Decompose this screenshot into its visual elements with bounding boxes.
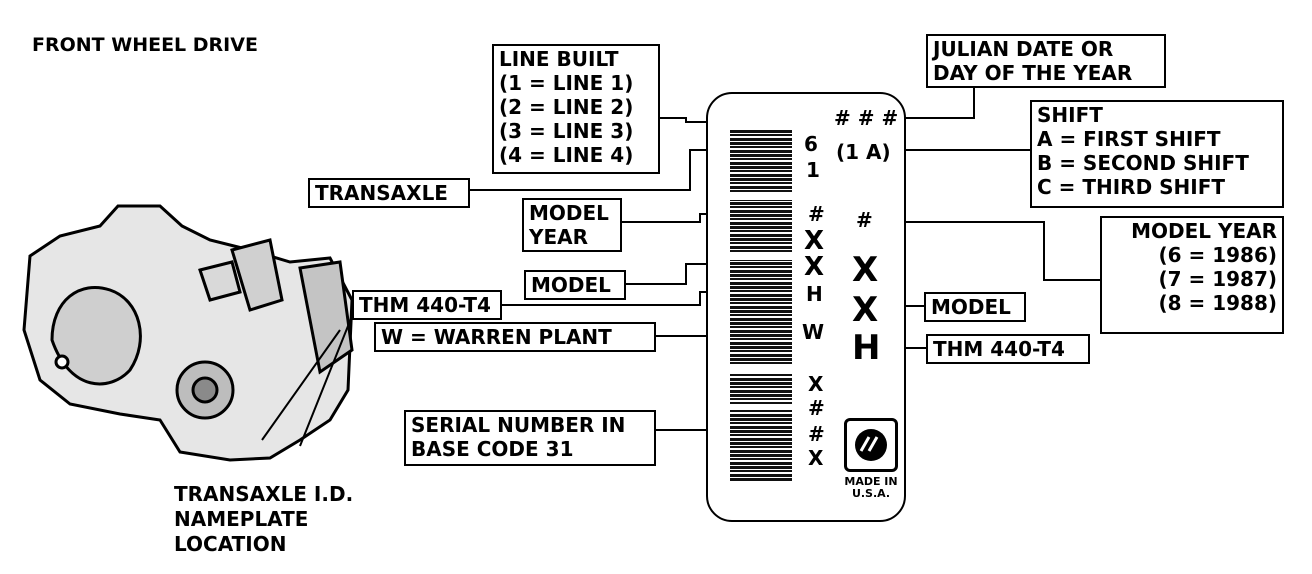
model-year-right-title: MODEL YEAR [1131, 219, 1277, 243]
transaxle-illustration [22, 204, 354, 462]
julian-line-1: JULIAN DATE OR [933, 37, 1114, 61]
serial-code: X [808, 372, 824, 396]
model-year-left-box: MODEL YEAR [522, 198, 622, 252]
location-line-1: TRANSAXLE I.D. [174, 482, 354, 506]
serial-code: # [808, 422, 825, 446]
right-code: X [852, 290, 879, 330]
serial-code: X [808, 446, 824, 470]
shift-title: SHIFT [1037, 103, 1103, 127]
barcode-gap [730, 366, 792, 374]
serial-code: # [808, 396, 825, 420]
warren-plant-box: W = WARREN PLANT [374, 322, 656, 352]
right-year-code: # [856, 208, 873, 232]
serial-line-2: BASE CODE 31 [411, 437, 574, 461]
model-year-right-box: MODEL YEAR (6 = 1986) (7 = 1987) (8 = 19… [1100, 216, 1284, 334]
model-year-right-item: (7 = 1987) [1158, 267, 1277, 291]
shift-item: B = SECOND SHIFT [1037, 151, 1249, 175]
julian-line-2: DAY OF THE YEAR [933, 61, 1133, 85]
barcode-gap [730, 404, 792, 410]
shift-item: A = FIRST SHIFT [1037, 127, 1221, 151]
model-right-box: MODEL [924, 292, 1026, 322]
manufacturer-logo-icon [844, 418, 898, 472]
made-in-line-1: MADE IN [844, 475, 898, 488]
made-in-line-2: U.S.A. [851, 487, 891, 500]
julian-date-box: JULIAN DATE OR DAY OF THE YEAR [926, 34, 1166, 88]
right-code: H [852, 328, 881, 368]
location-label: TRANSAXLE I.D. NAMEPLATE LOCATION [174, 482, 353, 557]
left-code: X [804, 226, 825, 256]
model-year-right-item: (8 = 1988) [1158, 291, 1277, 315]
barcode-gap [730, 192, 792, 200]
left-code: H [806, 282, 823, 306]
model-year-left-line: YEAR [529, 225, 589, 249]
page-title: FRONT WHEEL DRIVE [32, 34, 258, 56]
serial-line-1: SERIAL NUMBER IN [411, 413, 626, 437]
barcode [730, 130, 792, 482]
location-line-3: LOCATION [174, 532, 287, 556]
thm-right-box: THM 440-T4 [926, 334, 1090, 364]
right-code: X [852, 250, 879, 290]
model-year-left-line: MODEL [529, 201, 609, 225]
shift-item: C = THIRD SHIFT [1037, 175, 1226, 199]
model-year-right-item: (6 = 1986) [1158, 243, 1277, 267]
made-in-label: MADE IN U.S.A. [840, 476, 902, 500]
left-code: # [808, 202, 825, 226]
barcode-gap [730, 252, 792, 260]
line-code-1: 6 [804, 132, 818, 156]
line-built-title: LINE BUILT [499, 47, 619, 71]
thm-left-box: THM 440-T4 [352, 290, 502, 320]
julian-code: # # # [834, 106, 899, 130]
model-left-box: MODEL [524, 270, 626, 300]
line-built-item: (3 = LINE 3) [499, 119, 634, 143]
transaxle-box: TRANSAXLE [308, 178, 470, 208]
line-built-box: LINE BUILT (1 = LINE 1) (2 = LINE 2) (3 … [492, 44, 660, 174]
line-code-2: 1 [806, 158, 820, 182]
line-built-item: (2 = LINE 2) [499, 95, 634, 119]
location-line-2: NAMEPLATE [174, 507, 309, 531]
shift-code: (1 A) [836, 140, 891, 164]
left-code: X [804, 252, 825, 282]
serial-number-box: SERIAL NUMBER IN BASE CODE 31 [404, 410, 656, 466]
line-built-item: (4 = LINE 4) [499, 143, 634, 167]
line-built-item: (1 = LINE 1) [499, 71, 634, 95]
warren-code: W [802, 320, 825, 344]
shift-box: SHIFT A = FIRST SHIFT B = SECOND SHIFT C… [1030, 100, 1284, 208]
